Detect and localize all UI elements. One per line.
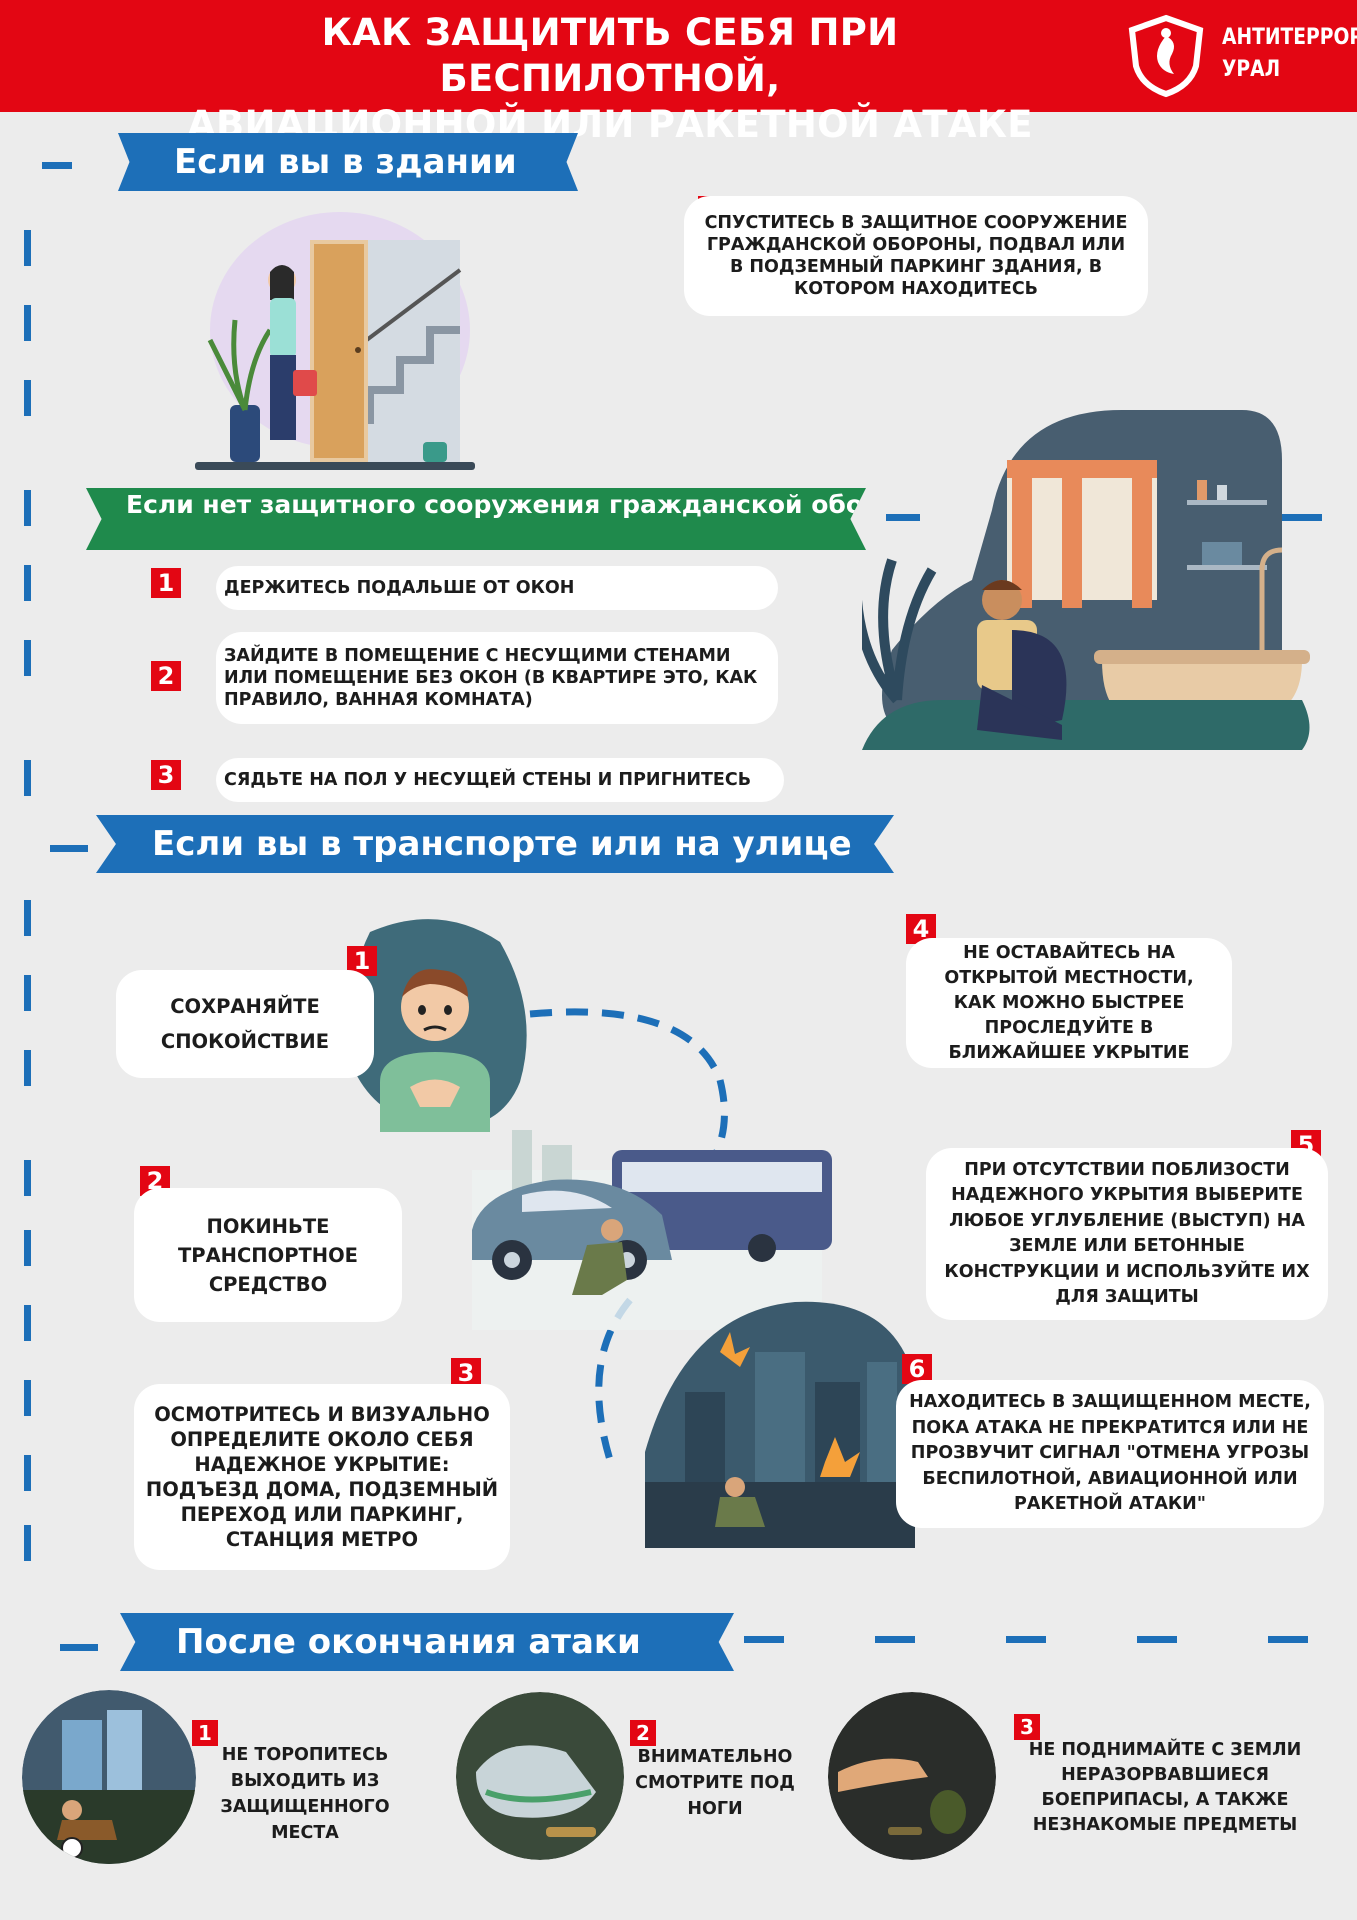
shield-logo-icon [1128, 14, 1204, 98]
section-heading-transport: Если вы в транспорте или на улице [96, 815, 894, 873]
transport-step-4: НЕ ОСТАВАЙТЕСЬ НА ОТКРЫТОЙ МЕСТНОСТИ, КА… [906, 938, 1232, 1068]
step-number-badge: 2 [630, 1720, 656, 1746]
step-number-badge: 3 [451, 1358, 481, 1388]
step-number-badge: 1 [151, 568, 181, 598]
page-title-line1: КАК ЗАЩИТИТЬ СЕБЯ ПРИ БЕСПИЛОТНОЙ, [321, 11, 899, 100]
transport-step-2: ПОКИНЬТЕ ТРАНСПОРТНОЕ СРЕДСТВО [134, 1188, 402, 1322]
step-number-badge: 6 [902, 1354, 932, 1384]
section-heading-building: Если вы в здании [118, 133, 578, 191]
city-attack-illustration [645, 1301, 915, 1548]
dash-decoration [50, 845, 88, 852]
woman-leaving-illustration [195, 212, 475, 470]
after-step-3: НЕ ПОДНИМАЙТЕ С ЗЕМЛИ НЕРАЗОРВАВШИЕСЯ БО… [1028, 1740, 1302, 1835]
watch-step-illustration [456, 1692, 624, 1860]
dash-decoration [24, 380, 31, 416]
step-number-badge: 3 [1014, 1714, 1040, 1740]
step-number-badge: 1 [192, 1720, 218, 1746]
dash-decoration [24, 305, 31, 341]
dash-decoration [60, 1644, 98, 1651]
logo-text: АНТИТЕРРОР УРАЛ [1222, 22, 1357, 86]
dash-decoration [1282, 514, 1322, 521]
car-and-bus-illustration [472, 1130, 832, 1330]
dash-decoration [24, 1305, 31, 1341]
no-shelter-item-1: ДЕРЖИТЕСЬ ПОДАЛЬШЕ ОТ ОКОН [216, 566, 778, 610]
dash-decoration [1268, 1636, 1308, 1643]
dash-decoration [24, 1050, 31, 1086]
dash-decoration [24, 1525, 31, 1561]
transport-step-3: ОСМОТРИТЕСЬ И ВИЗУАЛЬНО ОПРЕДЕЛИТЕ ОКОЛО… [134, 1384, 510, 1570]
step-number-badge: 2 [151, 661, 181, 691]
shelter-wait-illustration [22, 1690, 196, 1864]
dash-decoration [24, 230, 31, 266]
transport-step-6: НАХОДИТЕСЬ В ЗАЩИЩЕННОМ МЕСТЕ, ПОКА АТАК… [896, 1380, 1324, 1528]
transport-step-1: СОХРАНЯЙТЕ СПОКОЙСТВИЕ [116, 970, 374, 1078]
dash-decoration [24, 1230, 31, 1266]
dash-decoration [1137, 1636, 1177, 1643]
no-shelter-heading: Если нет защитного сооружения гражданско… [86, 488, 866, 550]
dash-decoration [886, 514, 920, 521]
step-number-badge: 1 [347, 946, 377, 976]
header-bar [0, 0, 1357, 112]
step-card-building-1: СПУСТИТЕСЬ В ЗАЩИТНОЕ СООРУЖЕНИЕ ГРАЖДАН… [684, 196, 1148, 316]
section-heading-after: После окончания атаки [120, 1613, 734, 1671]
dash-decoration [42, 162, 72, 169]
worried-man-illustration [350, 919, 527, 1132]
dash-decoration [24, 490, 31, 526]
dash-decoration [24, 1455, 31, 1491]
step-number-badge: 3 [151, 760, 181, 790]
page-title: КАК ЗАЩИТИТЬ СЕБЯ ПРИ БЕСПИЛОТНОЙ, АВИАЦ… [180, 10, 1040, 148]
do-not-touch-illustration [828, 1692, 996, 1860]
dash-decoration [24, 975, 31, 1011]
dash-decoration [1006, 1636, 1046, 1643]
dash-decoration [24, 900, 31, 936]
transport-step-5: ПРИ ОТСУТСТВИИ ПОБЛИЗОСТИ НАДЕЖНОГО УКРЫ… [926, 1148, 1328, 1320]
dash-decoration [24, 640, 31, 676]
after-step-1: НЕ ТОРОПИТЕСЬ ВЫХОДИТЬ ИЗ ЗАЩИЩЕННОГО МЕ… [220, 1745, 390, 1843]
no-shelter-item-3: СЯДЬТЕ НА ПОЛ У НЕСУЩЕЙ СТЕНЫ И ПРИГНИТЕ… [216, 758, 784, 802]
after-step-2: ВНИМАТЕЛЬНО СМОТРИТЕ ПОД НОГИ [635, 1747, 795, 1819]
logo-line1: АНТИТЕРРОР [1222, 25, 1357, 50]
dash-decoration [24, 1160, 31, 1196]
dash-decoration [24, 565, 31, 601]
dash-decoration [24, 760, 31, 796]
man-in-bathroom-illustration [862, 410, 1310, 750]
logo-line2: УРАЛ [1222, 57, 1281, 82]
dash-decoration [24, 1380, 31, 1416]
dash-decoration [875, 1636, 915, 1643]
dash-decoration [744, 1636, 784, 1643]
no-shelter-item-2: ЗАЙДИТЕ В ПОМЕЩЕНИЕ С НЕСУЩИМИ СТЕНАМИ И… [216, 632, 778, 724]
